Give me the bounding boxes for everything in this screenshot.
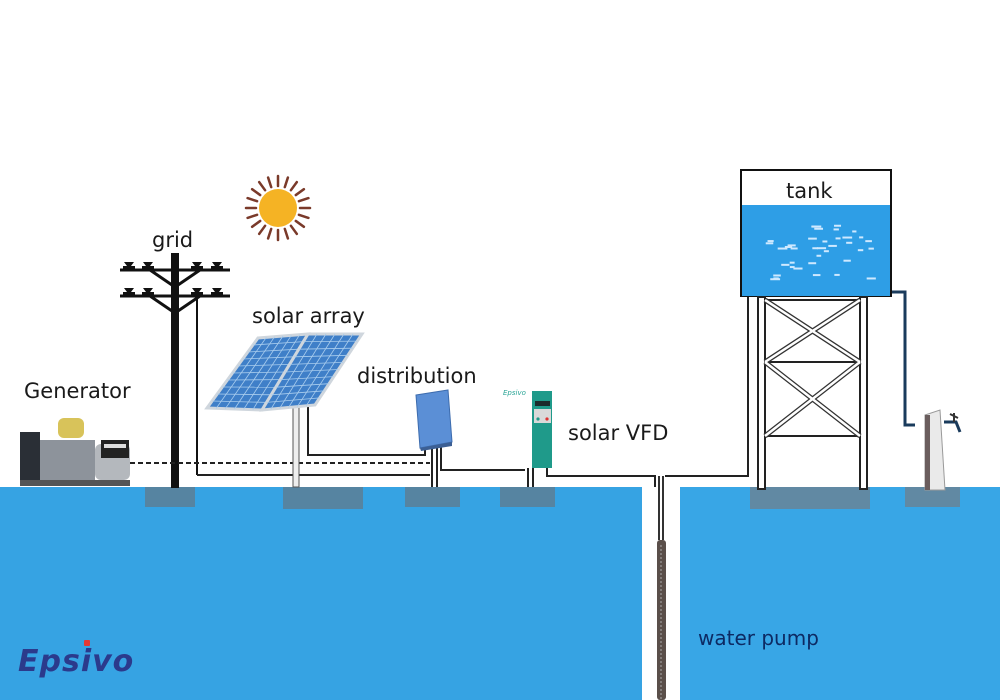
shadow (283, 487, 363, 509)
generator-label: Generator (24, 379, 131, 403)
solar-vfd-icon (532, 391, 552, 468)
ground-right (680, 487, 1000, 700)
sun-icon (244, 174, 312, 242)
tank-label: tank (786, 179, 833, 203)
shadow (750, 487, 870, 509)
solar-vfd-label: solar VFD (568, 421, 669, 445)
shadow (905, 487, 960, 507)
grid-label: grid (152, 228, 194, 252)
solar-array-icon (204, 332, 365, 488)
brand-logo: Epsivo (18, 640, 135, 679)
logo-accent (84, 640, 90, 646)
wiring (130, 192, 915, 487)
tower-icon (757, 296, 868, 490)
distribution-label: distribution (357, 364, 477, 388)
tap-icon (924, 409, 962, 491)
solar-array-label: solar array (252, 304, 365, 328)
shadow (405, 487, 460, 507)
water-pump-label: water pump (698, 626, 819, 650)
water-pump-icon (655, 476, 667, 700)
shadow (145, 487, 195, 507)
grid-pole-icon (120, 253, 230, 488)
distribution-box-icon (415, 389, 453, 451)
ground-left (0, 487, 642, 700)
generator-icon (20, 418, 130, 486)
tank-icon (740, 169, 892, 297)
brand-logo-text: Epsivo (18, 644, 135, 679)
vfd-brand-text: Epsivo (503, 389, 526, 397)
shadow (500, 487, 555, 507)
